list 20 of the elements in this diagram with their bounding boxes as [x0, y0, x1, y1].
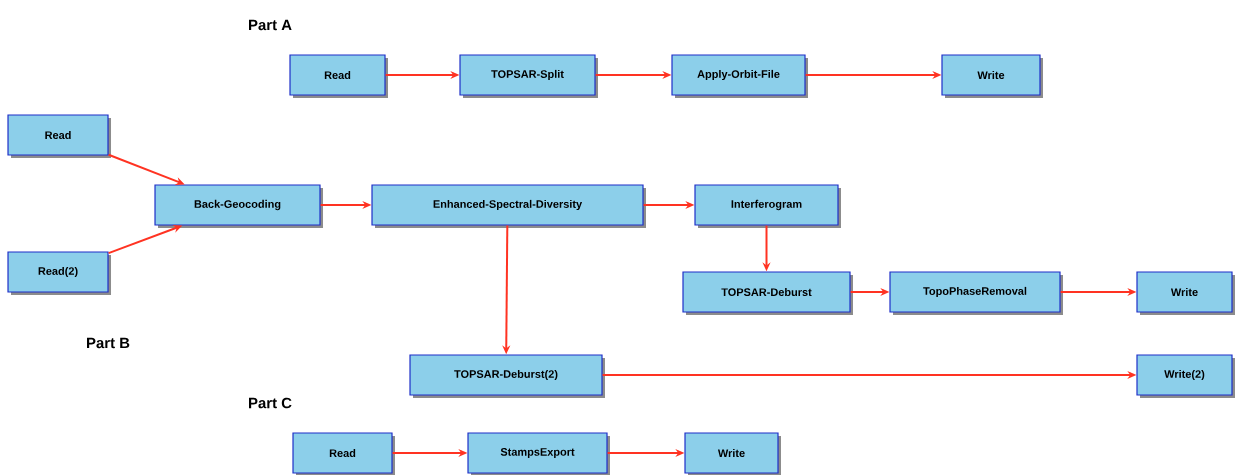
process-box: Write	[941, 54, 1043, 98]
process-box: TopoPhaseRemoval	[889, 271, 1063, 315]
process-box: TOPSAR-Deburst	[682, 271, 853, 315]
process-box: Read	[7, 114, 111, 158]
process-box: Interferogram	[694, 184, 841, 228]
process-box: Write	[1136, 271, 1235, 315]
process-box: Read	[289, 54, 388, 98]
process-box: Read	[292, 432, 395, 475]
process-box: TOPSAR-Split	[459, 54, 598, 98]
section-label: Part B	[87, 337, 130, 349]
process-box: Read(2)	[7, 251, 111, 295]
process-box: TOPSAR-Deburst(2)	[409, 354, 605, 398]
process-box: Apply-Orbit-File	[671, 54, 808, 98]
process-box: StampsExport	[467, 432, 610, 475]
process-box: Enhanced-Spectral-Diversity	[371, 184, 646, 228]
section-label: Part A	[249, 19, 292, 31]
process-box: Write	[684, 432, 781, 475]
section-label: Part C	[249, 397, 292, 409]
process-box: Write(2)	[1136, 354, 1235, 398]
process-box: Back-Geocoding	[154, 184, 323, 228]
